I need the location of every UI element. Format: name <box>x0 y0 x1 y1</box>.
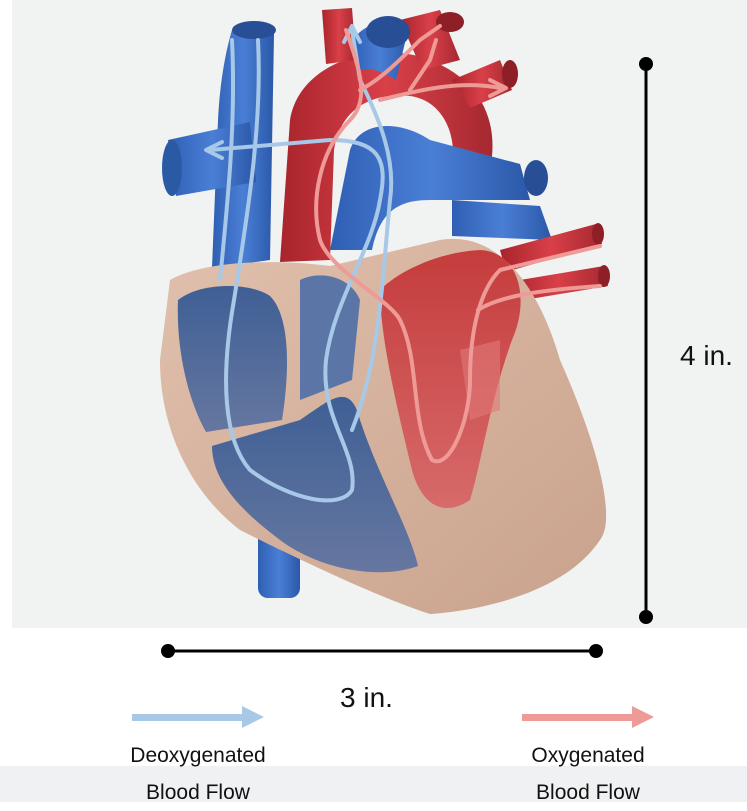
width-dimension-line <box>161 644 603 658</box>
height-label: 4 in. <box>680 340 733 372</box>
legend-oxygenated-arrow <box>522 706 654 728</box>
legend-deoxygenated-label: Deoxygenated Blood Flow <box>98 737 298 811</box>
height-dimension-line <box>639 57 653 624</box>
width-left-endpoint <box>161 644 175 658</box>
width-label: 3 in. <box>340 682 393 714</box>
legend-oxygenated-line2: Blood Flow <box>488 774 688 811</box>
legend-oxygenated-line1: Oxygenated <box>488 737 688 774</box>
legend-deoxygenated-arrow <box>132 706 264 728</box>
height-bottom-endpoint <box>639 610 653 624</box>
height-top-endpoint <box>639 57 653 71</box>
legend-deoxygenated-line2: Blood Flow <box>98 774 298 811</box>
legend-oxygenated-label: Oxygenated Blood Flow <box>488 737 688 811</box>
legend-deoxygenated-line1: Deoxygenated <box>98 737 298 774</box>
width-right-endpoint <box>589 644 603 658</box>
